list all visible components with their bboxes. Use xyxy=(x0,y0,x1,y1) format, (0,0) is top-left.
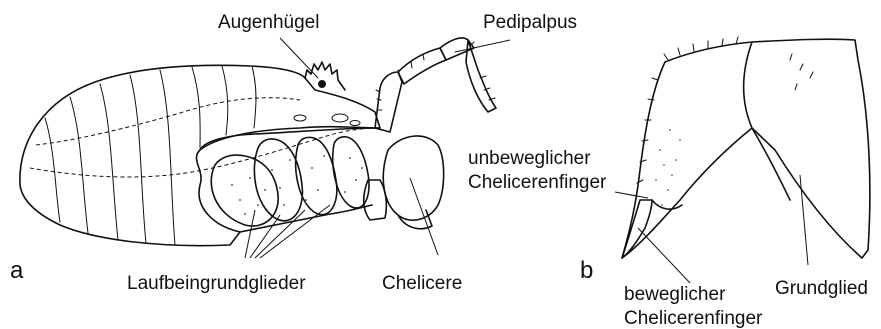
coxae xyxy=(211,137,369,226)
label-unbeweglicher-2: Chelicerenfinger xyxy=(468,172,607,193)
label-augenhuegel: Augenhügel xyxy=(218,12,319,33)
bristles xyxy=(637,37,813,183)
label-beweglicher-2: Chelicerenfinger xyxy=(624,308,763,329)
panel-label-a: a xyxy=(10,257,24,284)
panel-b-drawing xyxy=(622,37,870,258)
label-chelicere: Chelicere xyxy=(382,273,462,294)
panel-label-b: b xyxy=(580,257,593,284)
label-laufbeingrundglieder: Laufbeingrundglieder xyxy=(127,273,306,294)
thorax-markings xyxy=(294,80,360,126)
basal-segment xyxy=(744,39,870,258)
movable-finger xyxy=(622,200,652,258)
fixed-finger xyxy=(622,42,752,258)
chelicera xyxy=(364,136,444,229)
pedipalpus xyxy=(375,38,496,132)
label-grundglied: Grundglied xyxy=(775,278,868,299)
label-beweglicher-1: beweglicher xyxy=(624,284,726,305)
abdomen-segments xyxy=(45,66,256,245)
label-pedipalpus: Pedipalpus xyxy=(483,12,577,33)
finger-stipple xyxy=(655,129,681,206)
abdomen-outline xyxy=(20,65,380,245)
label-unbeweglicher-1: unbeweglicher xyxy=(468,148,591,169)
panel-a-drawing xyxy=(20,38,496,246)
